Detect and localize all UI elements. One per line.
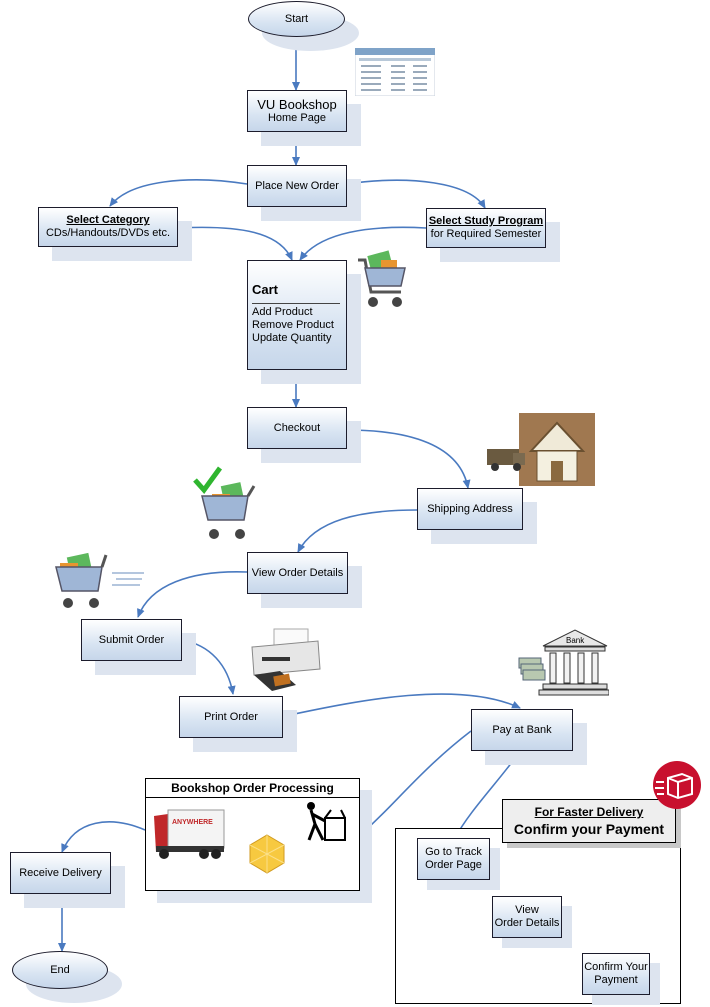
- start-label: Start: [284, 12, 309, 25]
- printer-icon: [244, 627, 324, 691]
- shopping-cart-icon: [355, 250, 410, 312]
- select-program-title: Select Study Program: [428, 215, 544, 227]
- print-order-node[interactable]: Print Order: [179, 696, 283, 738]
- home-title: VU Bookshop: [257, 97, 337, 112]
- webpage-thumbnail-icon: [354, 47, 436, 97]
- arrow-order-category: [109, 179, 248, 207]
- place-order-node[interactable]: Place New Order: [247, 165, 347, 207]
- arrow-print-bank: [284, 693, 521, 717]
- faster-subtitle: Confirm your Payment: [513, 821, 665, 837]
- print-order-label: Print Order: [204, 710, 258, 723]
- confirm-line-2: Payment: [594, 974, 638, 986]
- confirm-line-1: Confirm Your: [584, 961, 648, 973]
- track-line-2: Order Page: [425, 859, 482, 871]
- cart-divider: [252, 303, 340, 304]
- arrow-submit-print: [181, 639, 236, 695]
- view-order-details-node[interactable]: View Order Details: [247, 552, 348, 594]
- shipping-address-node[interactable]: Shipping Address: [417, 488, 523, 530]
- arrow-processing-receive: [61, 821, 146, 853]
- select-category-title: Select Category: [66, 214, 150, 226]
- receive-label: Receive Delivery: [19, 866, 102, 879]
- cart-action-remove: Remove Product: [252, 319, 334, 331]
- cart-node[interactable]: Cart Add Product Remove Product Update Q…: [247, 260, 347, 370]
- gold-gem-icon: [247, 833, 287, 875]
- confirm-payment-node[interactable]: Confirm Your Payment: [582, 953, 650, 995]
- faster-title: For Faster Delivery: [534, 805, 644, 819]
- inner-view-order-node[interactable]: View Order Details: [492, 896, 562, 938]
- select-category-subtitle: CDs/Handouts/DVDs etc.: [45, 227, 171, 239]
- select-program-subtitle: for Required Semester: [430, 228, 542, 240]
- arrow-view-submit: [137, 571, 248, 618]
- place-order-label: Place New Order: [255, 179, 339, 192]
- cart-title: Cart: [252, 282, 279, 297]
- worker-packing-box-icon: [299, 800, 349, 842]
- bank-sign: Bank: [566, 636, 585, 645]
- inner-view-line-2: Order Details: [494, 917, 560, 929]
- checkout-label: Checkout: [273, 421, 321, 434]
- arrow-shipping-view: [297, 509, 418, 553]
- arrow-category-cart: [177, 226, 293, 261]
- track-line-1: Go to Track: [425, 846, 482, 858]
- fast-delivery-box-icon: [652, 760, 702, 810]
- pay-at-bank-node[interactable]: Pay at Bank: [471, 709, 573, 751]
- truck-label: ANYWHERE: [172, 819, 213, 826]
- home-page-node[interactable]: VU Bookshop Home Page: [247, 90, 347, 132]
- order-processing-title: Bookshop Order Processing: [145, 778, 360, 798]
- delivery-truck-icon: ANYWHERE: [152, 806, 227, 861]
- faster-delivery-title-box: For Faster Delivery Confirm your Payment: [502, 799, 676, 843]
- pay-bank-label: Pay at Bank: [492, 723, 552, 736]
- cart-action-add: Add Product: [252, 306, 313, 318]
- select-category-node[interactable]: Select Category CDs/Handouts/DVDs etc.: [38, 207, 178, 247]
- track-order-node[interactable]: Go to Track Order Page: [417, 838, 490, 880]
- end-node[interactable]: End: [12, 951, 108, 989]
- arrow-order-program: [345, 179, 486, 209]
- bank-building-icon: Bank: [517, 628, 610, 698]
- end-label: End: [50, 963, 70, 976]
- select-program-node[interactable]: Select Study Program for Required Semest…: [426, 208, 546, 248]
- house-with-truck-icon: [487, 413, 595, 486]
- submit-order-label: Submit Order: [98, 633, 165, 646]
- inner-view-line-1: View: [515, 904, 539, 916]
- arrow-bank-processing: [359, 730, 472, 836]
- cart-action-update: Update Quantity: [252, 332, 332, 344]
- view-order-label: View Order Details: [251, 566, 344, 579]
- moving-cart-icon: [52, 547, 147, 613]
- start-node[interactable]: Start: [248, 1, 345, 37]
- arrow-program-cart: [299, 226, 427, 261]
- checked-cart-icon: [192, 464, 262, 546]
- arrow-checkout-shipping: [346, 429, 471, 489]
- receive-delivery-node[interactable]: Receive Delivery: [10, 852, 111, 894]
- submit-order-node[interactable]: Submit Order: [81, 619, 182, 661]
- cart-actions: Add Product Remove Product Update Quanti…: [252, 306, 334, 345]
- home-subtitle: Home Page: [267, 112, 327, 124]
- shipping-label: Shipping Address: [427, 502, 513, 515]
- checkout-node[interactable]: Checkout: [247, 407, 347, 449]
